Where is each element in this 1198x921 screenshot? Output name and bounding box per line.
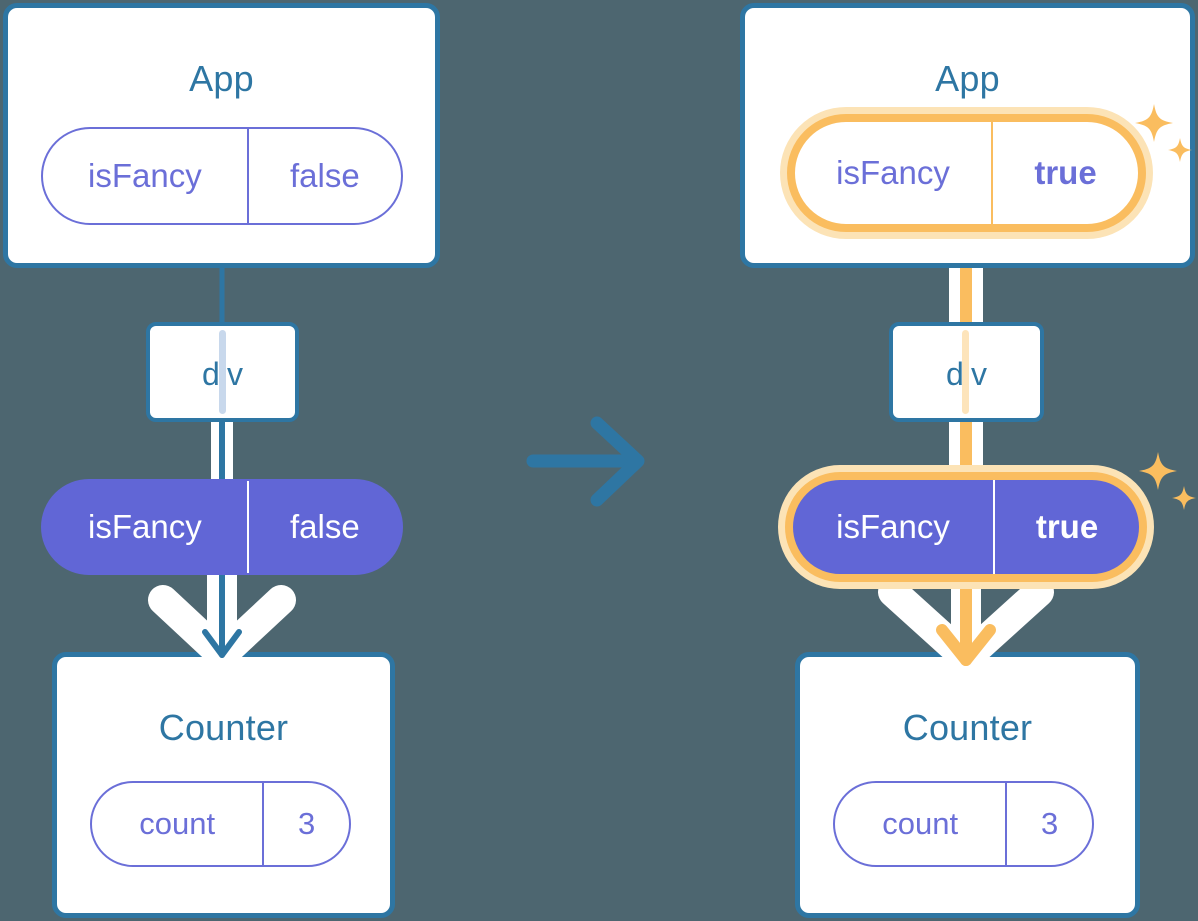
prop-state-value-before: false bbox=[246, 481, 401, 573]
prop-state-value-after: true bbox=[993, 480, 1139, 574]
div-passthrough-line-before bbox=[219, 330, 226, 414]
counter-state-value-after: 3 bbox=[1005, 783, 1092, 865]
app-state-value-before: false bbox=[246, 129, 401, 223]
sparkle-group-app bbox=[1135, 104, 1192, 162]
app-state-key-after: isFancy bbox=[836, 154, 950, 191]
counter-state-value-before: 3 bbox=[262, 783, 349, 865]
prop-state-pill-before: isFancy false bbox=[41, 479, 403, 575]
counter-title-after: Counter bbox=[902, 707, 1033, 748]
sparkle-large-icon bbox=[1135, 104, 1173, 142]
sparkle-small-icon bbox=[1172, 486, 1196, 510]
prop-state-pill-after: isFancy true bbox=[785, 472, 1147, 582]
app-title-after: App bbox=[935, 58, 1000, 99]
app-title-before: App bbox=[189, 58, 254, 99]
counter-state-key-before: count bbox=[139, 806, 216, 841]
transition-arrow-head bbox=[590, 416, 645, 507]
app-state-pill-after: isFancy true bbox=[787, 114, 1146, 232]
sparkle-large-icon bbox=[1139, 452, 1177, 490]
app-state-pill-before: isFancy false bbox=[41, 127, 403, 225]
app-state-key-before: isFancy bbox=[88, 157, 202, 194]
counter-state-key-after: count bbox=[882, 806, 959, 841]
sparkle-small-icon bbox=[1168, 138, 1192, 162]
prop-state-key-before: isFancy bbox=[88, 508, 202, 545]
prop-state-key-after: isFancy bbox=[836, 508, 950, 545]
counter-state-pill-before: count 3 bbox=[90, 781, 351, 867]
app-state-value-after: true bbox=[991, 122, 1138, 224]
sparkle-group-prop bbox=[1139, 452, 1196, 510]
div-passthrough-line-after bbox=[962, 330, 969, 414]
counter-title-before: Counter bbox=[158, 707, 289, 748]
counter-state-pill-after: count 3 bbox=[833, 781, 1094, 867]
